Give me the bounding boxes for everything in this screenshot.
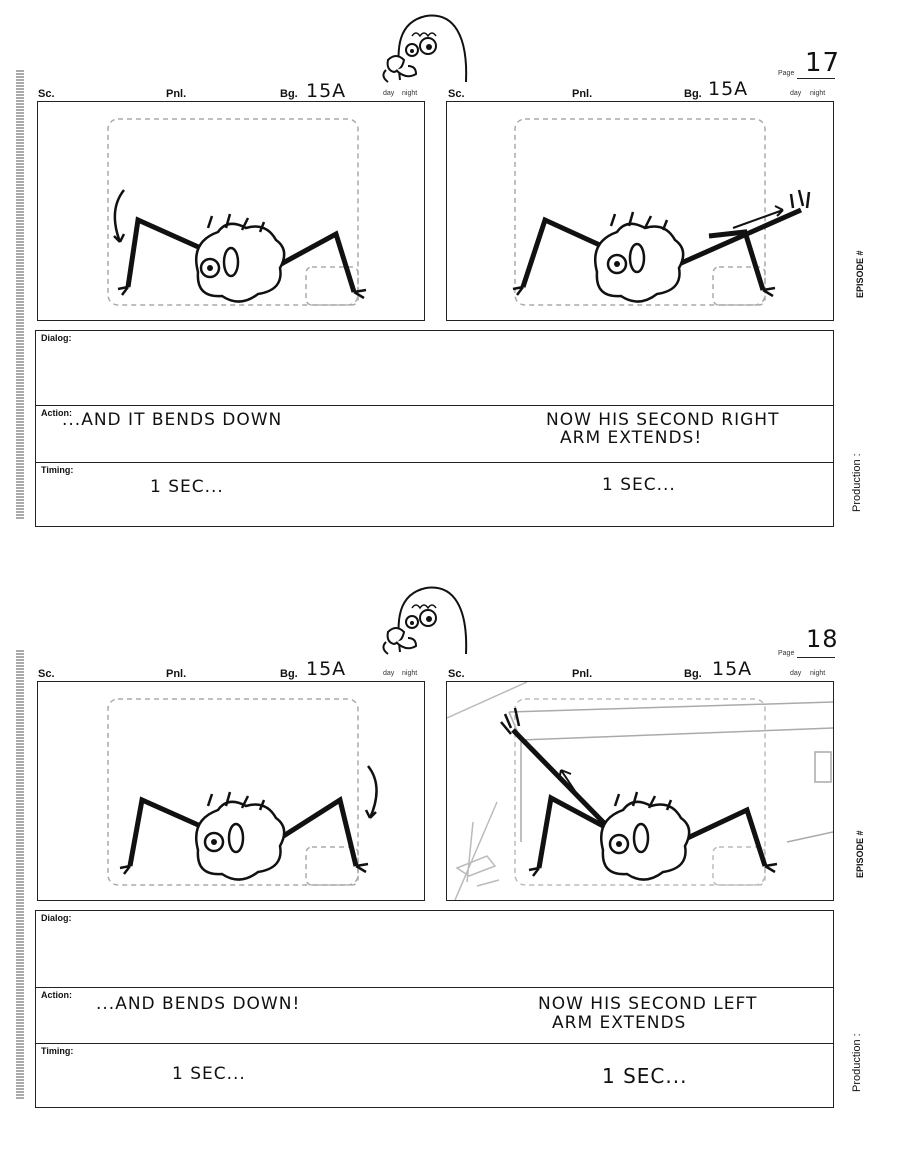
action-text-left: ...AND IT BENDS DOWN xyxy=(62,410,283,430)
action-text-right-line1: NOW HIS SECOND RIGHT xyxy=(546,410,780,430)
dialog-band: Dialog: xyxy=(35,330,834,407)
bg-label: Bg. xyxy=(684,88,702,100)
bg-label: Bg. xyxy=(280,88,298,100)
creature-sketch-icon xyxy=(512,118,811,306)
production-label: Production : xyxy=(851,453,863,512)
action-text-right-line2: ARM EXTENDS! xyxy=(560,428,703,448)
timing-band: Timing: 1 SEC... 1 SEC... xyxy=(35,462,834,527)
night-label: night xyxy=(810,90,826,97)
pnl-label: Pnl. xyxy=(572,88,593,100)
sc-label: Sc. xyxy=(38,88,55,100)
creature-sketch-icon xyxy=(447,682,833,900)
timing-text-right: 1 SEC... xyxy=(602,475,676,495)
production-label: Production : xyxy=(851,1033,863,1092)
night-label: night xyxy=(402,670,418,677)
day-label: day xyxy=(790,90,802,97)
episode-label: EPISODE # xyxy=(855,250,865,298)
action-band: Action: ...AND BENDS DOWN! NOW HIS SECON… xyxy=(35,987,834,1045)
action-text-right-line1: NOW HIS SECOND LEFT xyxy=(538,994,758,1014)
timing-text-left: 1 SEC... xyxy=(150,477,224,497)
sc-label: Sc. xyxy=(38,668,55,680)
dialog-band: Dialog: xyxy=(35,910,834,989)
episode-label: EPISODE # xyxy=(855,830,865,878)
legal-notice-strip xyxy=(16,70,24,520)
mascot-logo-icon xyxy=(382,14,468,83)
timing-band: Timing: 1 SEC... 1 SEC... xyxy=(35,1043,834,1108)
action-text-left: ...AND BENDS DOWN! xyxy=(96,994,301,1014)
dialog-label: Dialog: xyxy=(41,333,72,343)
day-label: day xyxy=(383,90,395,97)
storyboard-panel xyxy=(37,101,425,321)
sc-label: Sc. xyxy=(448,88,465,100)
storyboard-panel xyxy=(446,101,834,321)
action-label: Action: xyxy=(41,408,72,418)
storyboard-sheet: Page 18 Sc. Pnl. Bg. 15A day night Sc. P… xyxy=(0,580,900,1140)
pnl-label: Pnl. xyxy=(572,668,593,680)
timing-label: Timing: xyxy=(41,465,74,475)
night-label: night xyxy=(810,670,826,677)
bg-label: Bg. xyxy=(280,668,298,680)
page-number: 17 xyxy=(805,48,841,78)
page-number: 18 xyxy=(806,625,839,653)
storyboard-sheet: Page 17 Sc. Pnl. Bg. 15A day night Sc. P… xyxy=(0,0,900,560)
creature-sketch-icon xyxy=(107,698,378,886)
creature-sketch-icon xyxy=(107,118,367,306)
timing-text-left: 1 SEC... xyxy=(172,1064,246,1084)
sc-label: Sc. xyxy=(448,668,465,680)
day-label: day xyxy=(383,670,395,677)
action-band: Action: ...AND IT BENDS DOWN NOW HIS SEC… xyxy=(35,405,834,464)
page-label: Page xyxy=(778,650,795,657)
action-label: Action: xyxy=(41,990,72,1000)
night-label: night xyxy=(402,90,418,97)
bg-value: 15A xyxy=(306,658,347,680)
action-text-right-line2: ARM EXTENDS xyxy=(552,1013,687,1033)
timing-label: Timing: xyxy=(41,1046,74,1056)
dialog-label: Dialog: xyxy=(41,913,72,923)
timing-text-right: 1 SEC... xyxy=(602,1064,688,1088)
pnl-label: Pnl. xyxy=(166,88,187,100)
legal-notice-strip xyxy=(16,650,24,1100)
page-label: Page xyxy=(778,70,795,77)
bg-value: 15A xyxy=(712,658,753,680)
pnl-label: Pnl. xyxy=(166,668,187,680)
mascot-logo-icon xyxy=(382,586,468,655)
bg-value: 15A xyxy=(306,80,347,102)
storyboard-panel xyxy=(37,681,425,901)
bg-value: 15A xyxy=(708,78,749,100)
bg-label: Bg. xyxy=(684,668,702,680)
storyboard-panel xyxy=(446,681,834,901)
day-label: day xyxy=(790,670,802,677)
